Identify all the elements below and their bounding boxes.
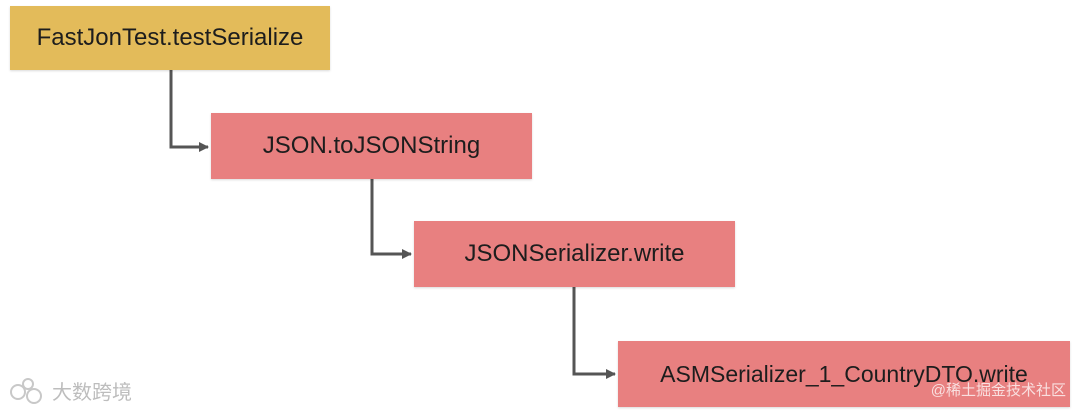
edge-n1-n2 bbox=[169, 70, 209, 152]
edge-n2-n3 bbox=[370, 179, 412, 259]
watermark-left-text: 大数跨境 bbox=[52, 382, 132, 404]
node-asmserializer-write: ASMSerializer_1_CountryDTO.write bbox=[618, 341, 1070, 407]
watermark-left: 大数跨境 bbox=[10, 376, 132, 405]
watermark-right: @稀土掘金技术社区 bbox=[930, 382, 1066, 399]
node-json-tojsonstring: JSON.toJSONString bbox=[211, 113, 532, 179]
node-fastjontest-testserialize: FastJonTest.testSerialize bbox=[10, 6, 330, 70]
node-jsonserializer-write: JSONSerializer.write bbox=[414, 221, 735, 287]
watermark-logo-icon bbox=[10, 377, 46, 404]
edge-n3-n4 bbox=[572, 287, 616, 379]
